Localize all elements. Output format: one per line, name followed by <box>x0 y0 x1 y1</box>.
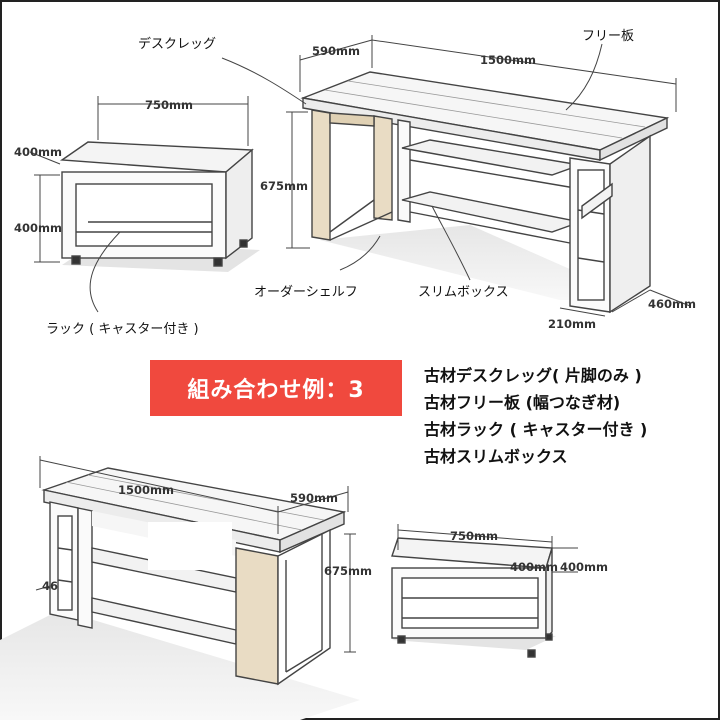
top-desk-depth-label: 590mm <box>312 44 360 58</box>
bottom-desk-depth-label: 590mm <box>290 491 338 505</box>
top-rack-width-label: 750mm <box>145 98 193 112</box>
top-desk <box>300 71 670 314</box>
bottom-box-partial-label: 46 <box>42 579 58 593</box>
top-box-depth-label: 460mm <box>648 297 696 311</box>
slim-box-label: スリムボックス <box>418 285 509 300</box>
rack-leader <box>89 231 121 313</box>
free-board-label: フリー板 <box>582 29 634 44</box>
slim-box-leader <box>431 205 471 281</box>
top-rack-dimensions <box>29 96 249 263</box>
top-box-width-label: 210mm <box>548 317 596 331</box>
free-board-leader <box>565 43 603 111</box>
parts-list: 古材デスクレッグ( 片脚のみ ) 古材フリー板 (幅つなぎ材) 古材ラック ( … <box>424 362 714 470</box>
bottom-rack <box>391 537 556 658</box>
top-desk-dimensions <box>286 35 691 317</box>
bottom-rack-depth-label: 400mm <box>510 560 558 574</box>
bottom-rack-width-label: 750mm <box>450 529 498 543</box>
combination-title-badge: 組み合わせ例：3 <box>150 360 402 416</box>
desk-leg-label: デスクレッグ <box>138 36 216 52</box>
bottom-rack-dimensions <box>397 524 578 573</box>
top-desk-height-label: 675mm <box>260 179 308 193</box>
parts-list-item: 古材ラック ( キャスター付き ) <box>424 420 648 439</box>
bottom-desk <box>0 467 360 720</box>
top-rack-depth-label: 400mm <box>14 145 62 159</box>
bottom-rack-height-label: 400mm <box>560 560 608 574</box>
order-shelf-label: オーダーシェルフ <box>254 285 358 300</box>
bottom-desk-dimensions <box>35 456 356 653</box>
top-desk-width-label: 1500mm <box>480 53 536 67</box>
bottom-desk-height-label: 675mm <box>324 564 372 578</box>
order-shelf-leader <box>339 235 381 271</box>
desk-leg-leader <box>221 57 307 105</box>
top-rack-height-label: 400mm <box>14 221 62 235</box>
parts-list-item: 古材スリムボックス <box>424 447 568 466</box>
bottom-desk-width-label: 1500mm <box>118 483 174 497</box>
parts-list-item: 古材デスクレッグ( 片脚のみ ) <box>424 366 642 385</box>
top-rack <box>59 141 260 272</box>
parts-list-item: 古材フリー板 (幅つなぎ材) <box>424 393 621 412</box>
rack-label: ラック ( キャスター付き ) <box>46 322 199 337</box>
